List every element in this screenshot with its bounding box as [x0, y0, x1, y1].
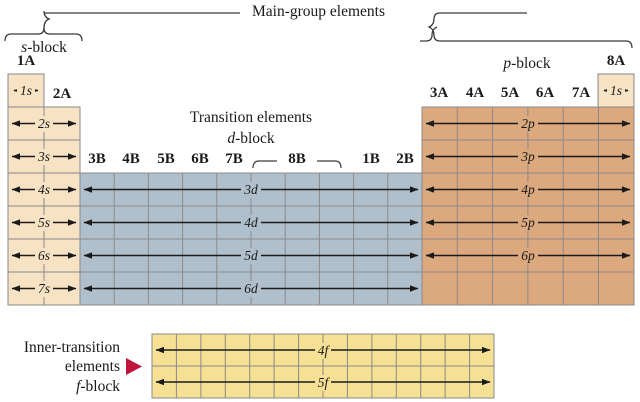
group-label-4A: 4A [465, 85, 485, 101]
group-label-6B: 6B [191, 151, 209, 167]
orbital-label-5f: 5f [303, 374, 343, 391]
orbital-label-4f: 4f [303, 342, 343, 359]
group-label-1A: 1A [16, 53, 36, 69]
d-block-heading: d-block [227, 130, 275, 147]
orbital-label-2s: 2s [24, 115, 64, 132]
orbital-label-3d: 3d [231, 181, 271, 198]
f-block-heading: f-block [76, 377, 120, 395]
inner-transition-line2: elements [64, 358, 120, 376]
orbital-label-5s: 5s [24, 214, 64, 231]
orbital-label-helium-1s: 1s [604, 82, 628, 99]
orbital-label-3s: 3s [24, 148, 64, 165]
group-label-4B: 4B [122, 151, 140, 167]
inner-transition-line1: Inner-transition [23, 339, 120, 356]
group-label-5B: 5B [157, 151, 175, 167]
orbital-label-2p: 2p [508, 115, 548, 132]
group-label-6A: 6A [535, 85, 555, 101]
orbital-label-4s: 4s [24, 181, 64, 198]
group-label-2A: 2A [52, 86, 72, 102]
orbital-label-6p: 6p [508, 247, 548, 264]
orbital-label-4d: 4d [231, 214, 271, 231]
group-label-2B: 2B [396, 151, 414, 167]
orbital-label-3p: 3p [508, 148, 548, 165]
p-block-grid [421, 73, 635, 306]
transition-heading: Transition elements [189, 109, 313, 126]
orbital-label-7s: 7s [24, 280, 64, 297]
orbital-label-5p: 5p [508, 214, 548, 231]
group-label-1B: 1B [362, 151, 380, 167]
main-group-heading: Main-group elements [252, 3, 386, 20]
group-label-7B: 7B [225, 151, 243, 167]
group-label-8A: 8A [606, 53, 626, 69]
group-label-7A: 7A [571, 85, 591, 101]
orbital-label-1s: 1s [14, 82, 38, 99]
group-label-3A: 3A [429, 85, 449, 101]
s-block-heading: s-block [21, 39, 67, 56]
p-block-heading: p-block [503, 55, 551, 72]
group-label-3B: 3B [88, 151, 106, 167]
orbital-label-6d: 6d [231, 280, 271, 297]
orbital-label-5d: 5d [231, 247, 271, 264]
group-label-5A: 5A [500, 85, 520, 101]
group-label-8B: 8B [285, 152, 309, 167]
inner-transition-label: Inner-transition elements f-block [0, 338, 120, 396]
orbital-label-6s: 6s [24, 247, 64, 264]
orbital-label-4p: 4p [508, 181, 548, 198]
